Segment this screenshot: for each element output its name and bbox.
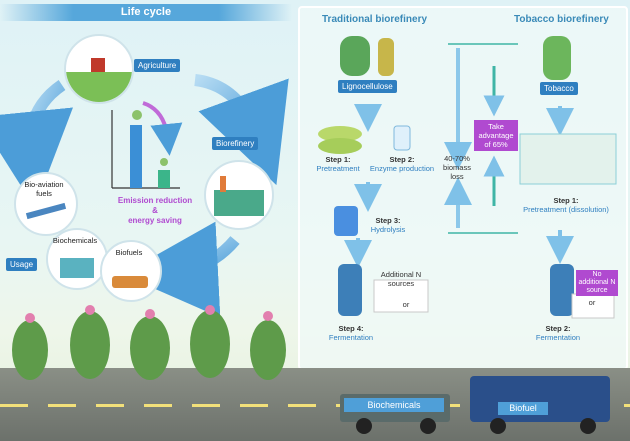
n-source-box — [373, 279, 429, 313]
hydrolysis-reactor — [334, 206, 358, 236]
tob-or: or — [588, 298, 596, 307]
biofuels-circle — [100, 240, 162, 302]
biofuel-truck-label: Biofuel — [498, 402, 548, 415]
traditional-title: Traditional biorefinery — [322, 14, 428, 25]
tob-step2-label: Step 2: — [545, 324, 571, 333]
truck-wheel — [356, 418, 372, 434]
lifecycle-title-bar — [0, 4, 292, 21]
trad-step3: Step 3: Hydrolysis — [368, 216, 408, 234]
truck-wheel — [490, 418, 506, 434]
lifecycle-title: Life cycle — [120, 6, 172, 18]
emission-bar-low — [158, 170, 170, 188]
trad-step3-label: Step 3: — [375, 216, 401, 225]
road-markings — [0, 404, 630, 407]
cycle-arrow-bottom — [122, 221, 240, 318]
tobacco-label: Tobacco — [540, 82, 578, 95]
trad-or: or — [402, 300, 410, 309]
biofuel-truck — [470, 376, 610, 422]
trad-step2-name: Enzyme production — [369, 164, 435, 173]
tob-step1-name: Pretreatment (dissolution) — [523, 205, 609, 214]
field-graphic — [66, 72, 132, 102]
dissolution-tank — [519, 133, 617, 185]
factory-icon — [214, 190, 264, 216]
lignocellulose-plant — [340, 36, 370, 76]
tob-step2: Step 2: Fermentation — [530, 324, 586, 342]
lignocellulose-label: Lignocellulose — [338, 80, 397, 93]
biochemicals-truck-label: Biochemicals — [344, 398, 444, 412]
chimney-icon — [220, 176, 226, 192]
grass-plant — [378, 38, 394, 76]
tobacco-field — [12, 305, 286, 380]
cycle-arrow-top-right — [194, 74, 289, 186]
biochemicals-circle — [46, 228, 108, 290]
pretreatment-disc — [318, 126, 362, 142]
emission-arrow — [142, 101, 183, 156]
trad-step2: Step 2: Enzyme production — [366, 155, 438, 173]
tob-step2-name: Fermentation — [535, 333, 581, 342]
bio-aviation-circle — [14, 172, 78, 236]
car-icon — [112, 276, 148, 288]
energy-text: energy saving — [128, 216, 182, 225]
trad-step2-label: Step 2: — [389, 155, 415, 164]
no-additional-badge: No additional N source — [576, 270, 618, 296]
amp-text: & — [152, 206, 158, 215]
trad-step1-name: Pretreatment — [316, 164, 360, 173]
truck-wheel — [420, 418, 436, 434]
tobacco-title: Tobacco biorefinery — [514, 14, 609, 25]
usage-label: Usage — [6, 258, 38, 271]
enzyme-bottle — [393, 125, 411, 151]
biofuels-label: Biofuels — [115, 248, 143, 257]
emission-bar-high — [130, 125, 142, 188]
tob-step1: Step 1: Pretreatment (dissolution) — [514, 196, 618, 214]
trad-step1: Step 1: Pretreatment — [316, 155, 360, 173]
trad-step1-label: Step 1: — [325, 155, 351, 164]
biorefinery-circle — [204, 160, 274, 230]
lifecycle-diagram — [0, 74, 289, 318]
additional-n-label: Additional N sources — [380, 270, 422, 288]
fermenter-traditional — [338, 264, 362, 316]
chemical-plant-icon — [60, 258, 94, 278]
n-source-box-tobacco — [571, 293, 615, 319]
truck-wheel — [580, 418, 596, 434]
tob-step1-label: Step 1: — [553, 196, 579, 205]
tobacco-plant — [543, 36, 571, 80]
advantage-badge: Take advantage of 65% — [474, 120, 518, 151]
trad-step4-name: Fermentation — [328, 333, 374, 342]
trad-step4-label: Step 4: — [338, 324, 364, 333]
agriculture-circle — [64, 34, 134, 104]
fermenter-tobacco — [550, 264, 574, 316]
emission-label: Emission reduction & energy saving — [100, 196, 210, 226]
biochemicals-label: Biochemicals — [52, 236, 98, 245]
trad-step4: Step 4: Fermentation — [326, 324, 376, 342]
pretreatment-disc-2 — [318, 138, 362, 154]
trad-step3-name: Hydrolysis — [370, 225, 406, 234]
cycle-arrow-left — [0, 80, 74, 208]
farmhouse-icon — [91, 58, 105, 72]
biorefinery-label: Biorefinery — [212, 137, 259, 150]
biomass-loss-label: 40-70% biomass loss — [443, 154, 471, 181]
panel-graphics — [318, 36, 617, 319]
agriculture-label: Agriculture — [134, 59, 181, 72]
emission-text: Emission reduction — [117, 196, 193, 205]
airplane-icon — [25, 202, 67, 220]
bio-aviation-label: Bio-aviation fuels — [24, 180, 64, 198]
